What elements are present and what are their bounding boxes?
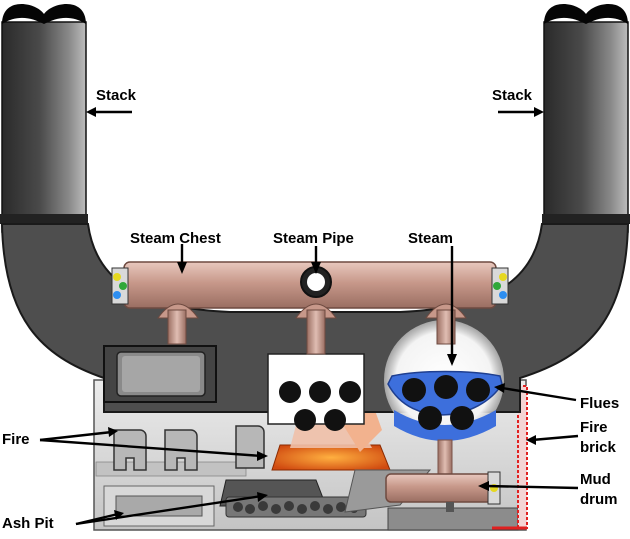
label-fire-brick-line2: brick xyxy=(580,439,617,456)
label-stack-right: Stack xyxy=(492,87,533,104)
steam-chest xyxy=(111,261,509,309)
label-flues: Flues xyxy=(580,395,619,412)
leader-lines xyxy=(39,110,579,526)
label-stack-left: Stack xyxy=(96,87,137,104)
riser-pipes xyxy=(157,303,467,355)
arrowheads xyxy=(86,107,544,520)
label-fire: Fire xyxy=(2,431,30,448)
stack-right xyxy=(542,3,630,233)
steam-drum xyxy=(384,320,504,483)
stack-left xyxy=(0,3,88,233)
label-mud-drum-line2: drum xyxy=(580,491,618,508)
label-steam: Steam xyxy=(408,230,453,247)
fire-brick-wall xyxy=(492,385,528,530)
label-fire-brick-line1: Fire xyxy=(580,419,608,436)
label-steam-chest: Steam Chest xyxy=(130,230,221,247)
label-steam-pipe: Steam Pipe xyxy=(273,230,354,247)
mud-drum xyxy=(385,471,501,512)
flues-center xyxy=(267,353,365,431)
label-mud-drum-line1: Mud xyxy=(580,471,611,488)
label-ash-pit: Ash Pit xyxy=(2,515,54,532)
